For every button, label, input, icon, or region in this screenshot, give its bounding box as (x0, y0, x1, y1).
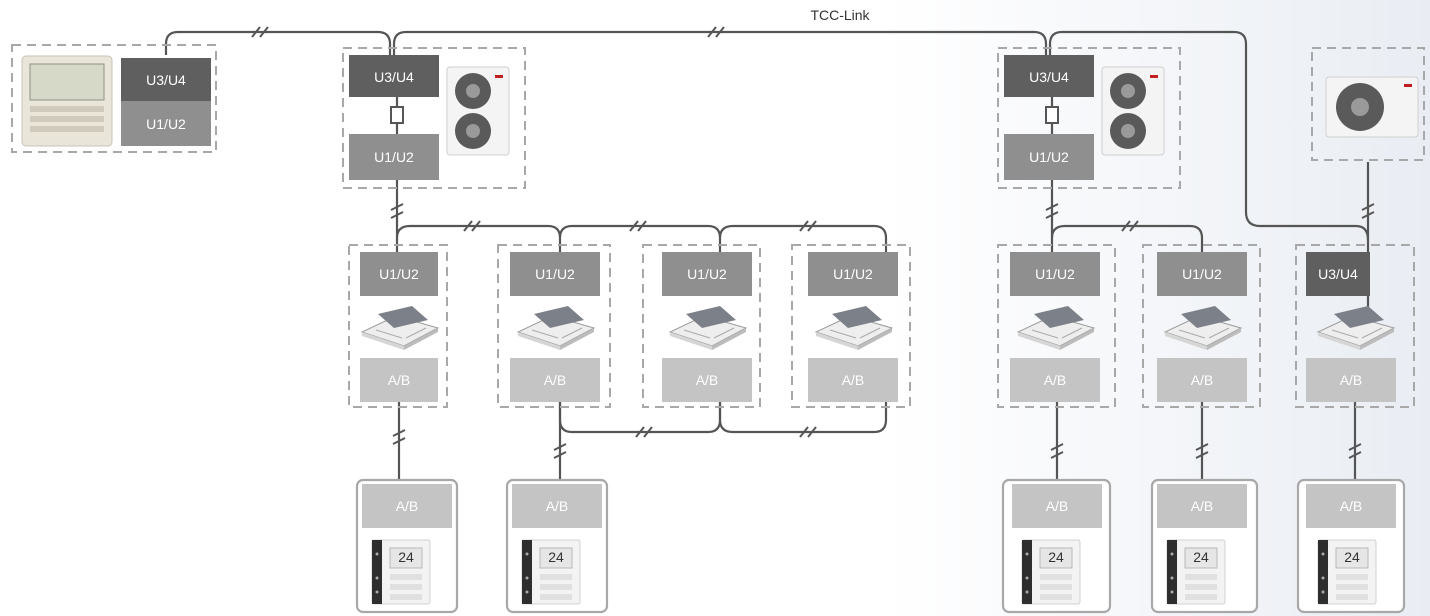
terminal-ab: A/B (1340, 498, 1363, 514)
terminal-u1u2: U1/U2 (535, 266, 575, 282)
remote-display-value: 24 (548, 549, 564, 565)
remote-display-value: 24 (1344, 549, 1360, 565)
central-controller-group: U3/U4 U1/U2 (11, 44, 217, 153)
remote-display-value: 24 (1193, 549, 1209, 565)
indoor-unit-3: U1/U2 A/B (642, 244, 761, 408)
cassette-indoor-unit-icon (815, 305, 893, 351)
remote-display-value: 24 (1048, 549, 1064, 565)
terminal-u3u4: U3/U4 (146, 72, 186, 88)
tcc-link-wire-segment-2 (392, 30, 1048, 55)
terminal-u1u2: U1/U2 (1035, 266, 1075, 282)
fuse-icon (1045, 106, 1059, 124)
terminal-u1u2: U1/U2 (379, 266, 419, 282)
terminal-u3u4: U3/U4 (374, 69, 414, 85)
terminal-ab: A/B (1046, 498, 1069, 514)
tcc-link-wire-segment-1 (164, 30, 392, 55)
outdoor-unit-2: U3/U4 U1/U2 (997, 47, 1181, 189)
ab-loop-2 (718, 402, 888, 434)
indoor-unit-4: U1/U2 A/B (791, 244, 911, 408)
terminal-u1u2: U1/U2 (146, 116, 186, 132)
cassette-indoor-unit-icon (669, 305, 747, 351)
terminal-ab: A/B (396, 498, 419, 514)
terminal-u1u2: U1/U2 (1182, 266, 1222, 282)
outdoor-unit-1: U3/U4 U1/U2 (342, 47, 526, 189)
terminal-ab: A/B (1340, 372, 1363, 388)
terminal-u1u2: U1/U2 (687, 266, 727, 282)
cassette-indoor-unit-icon (1164, 305, 1242, 351)
indoor-unit-1: U1/U2 A/B (348, 244, 448, 408)
terminal-ab: A/B (1191, 498, 1214, 514)
tcc-link-label: TCC-Link (810, 7, 870, 23)
terminal-u1u2: U1/U2 (833, 266, 873, 282)
outdoor-unit-icon (446, 66, 510, 156)
terminal-ab: A/B (544, 372, 567, 388)
remote-controller-5: A/B 24 (1296, 478, 1406, 614)
tcc-link-wire-segment-3 (1048, 30, 1370, 315)
terminal-ab: A/B (1044, 372, 1067, 388)
indoor-unit-7: U3/U4 A/B (1295, 244, 1415, 408)
cassette-indoor-unit-icon (1317, 305, 1395, 351)
terminal-ab: A/B (546, 498, 569, 514)
remote-controller-3: A/B 24 (1001, 478, 1112, 614)
indoor-unit-5: U1/U2 A/B (997, 244, 1116, 408)
terminal-u3u4: U3/U4 (1318, 266, 1358, 282)
terminal-ab: A/B (696, 372, 719, 388)
indoor-unit-6: U1/U2 A/B (1142, 244, 1261, 408)
indoor-unit-2: U1/U2 A/B (497, 244, 611, 408)
terminal-ab: A/B (388, 372, 411, 388)
u1u2-bus-left (395, 180, 888, 252)
terminal-ab: A/B (842, 372, 865, 388)
remote-display-value: 24 (398, 549, 414, 565)
terminal-ab: A/B (1191, 372, 1214, 388)
central-controller-icon (21, 55, 113, 147)
remote-controller-1: A/B 24 (355, 478, 459, 614)
cassette-indoor-unit-icon (517, 305, 595, 351)
u1u2-bus-right (1050, 180, 1204, 252)
outdoor-unit-icon (1101, 66, 1165, 156)
cassette-indoor-unit-icon (361, 305, 439, 351)
terminal-u1u2: U1/U2 (374, 149, 414, 165)
fuse-icon (390, 106, 404, 124)
terminal-u3u4: U3/U4 (1029, 69, 1069, 85)
terminal-u1u2: U1/U2 (1029, 149, 1069, 165)
outdoor-unit-3 (1311, 47, 1425, 161)
remote-controller-4: A/B 24 (1150, 478, 1259, 614)
cassette-indoor-unit-icon (1017, 305, 1095, 351)
outdoor-unit-icon (1325, 76, 1419, 138)
remote-controller-2: A/B 24 (505, 478, 609, 614)
